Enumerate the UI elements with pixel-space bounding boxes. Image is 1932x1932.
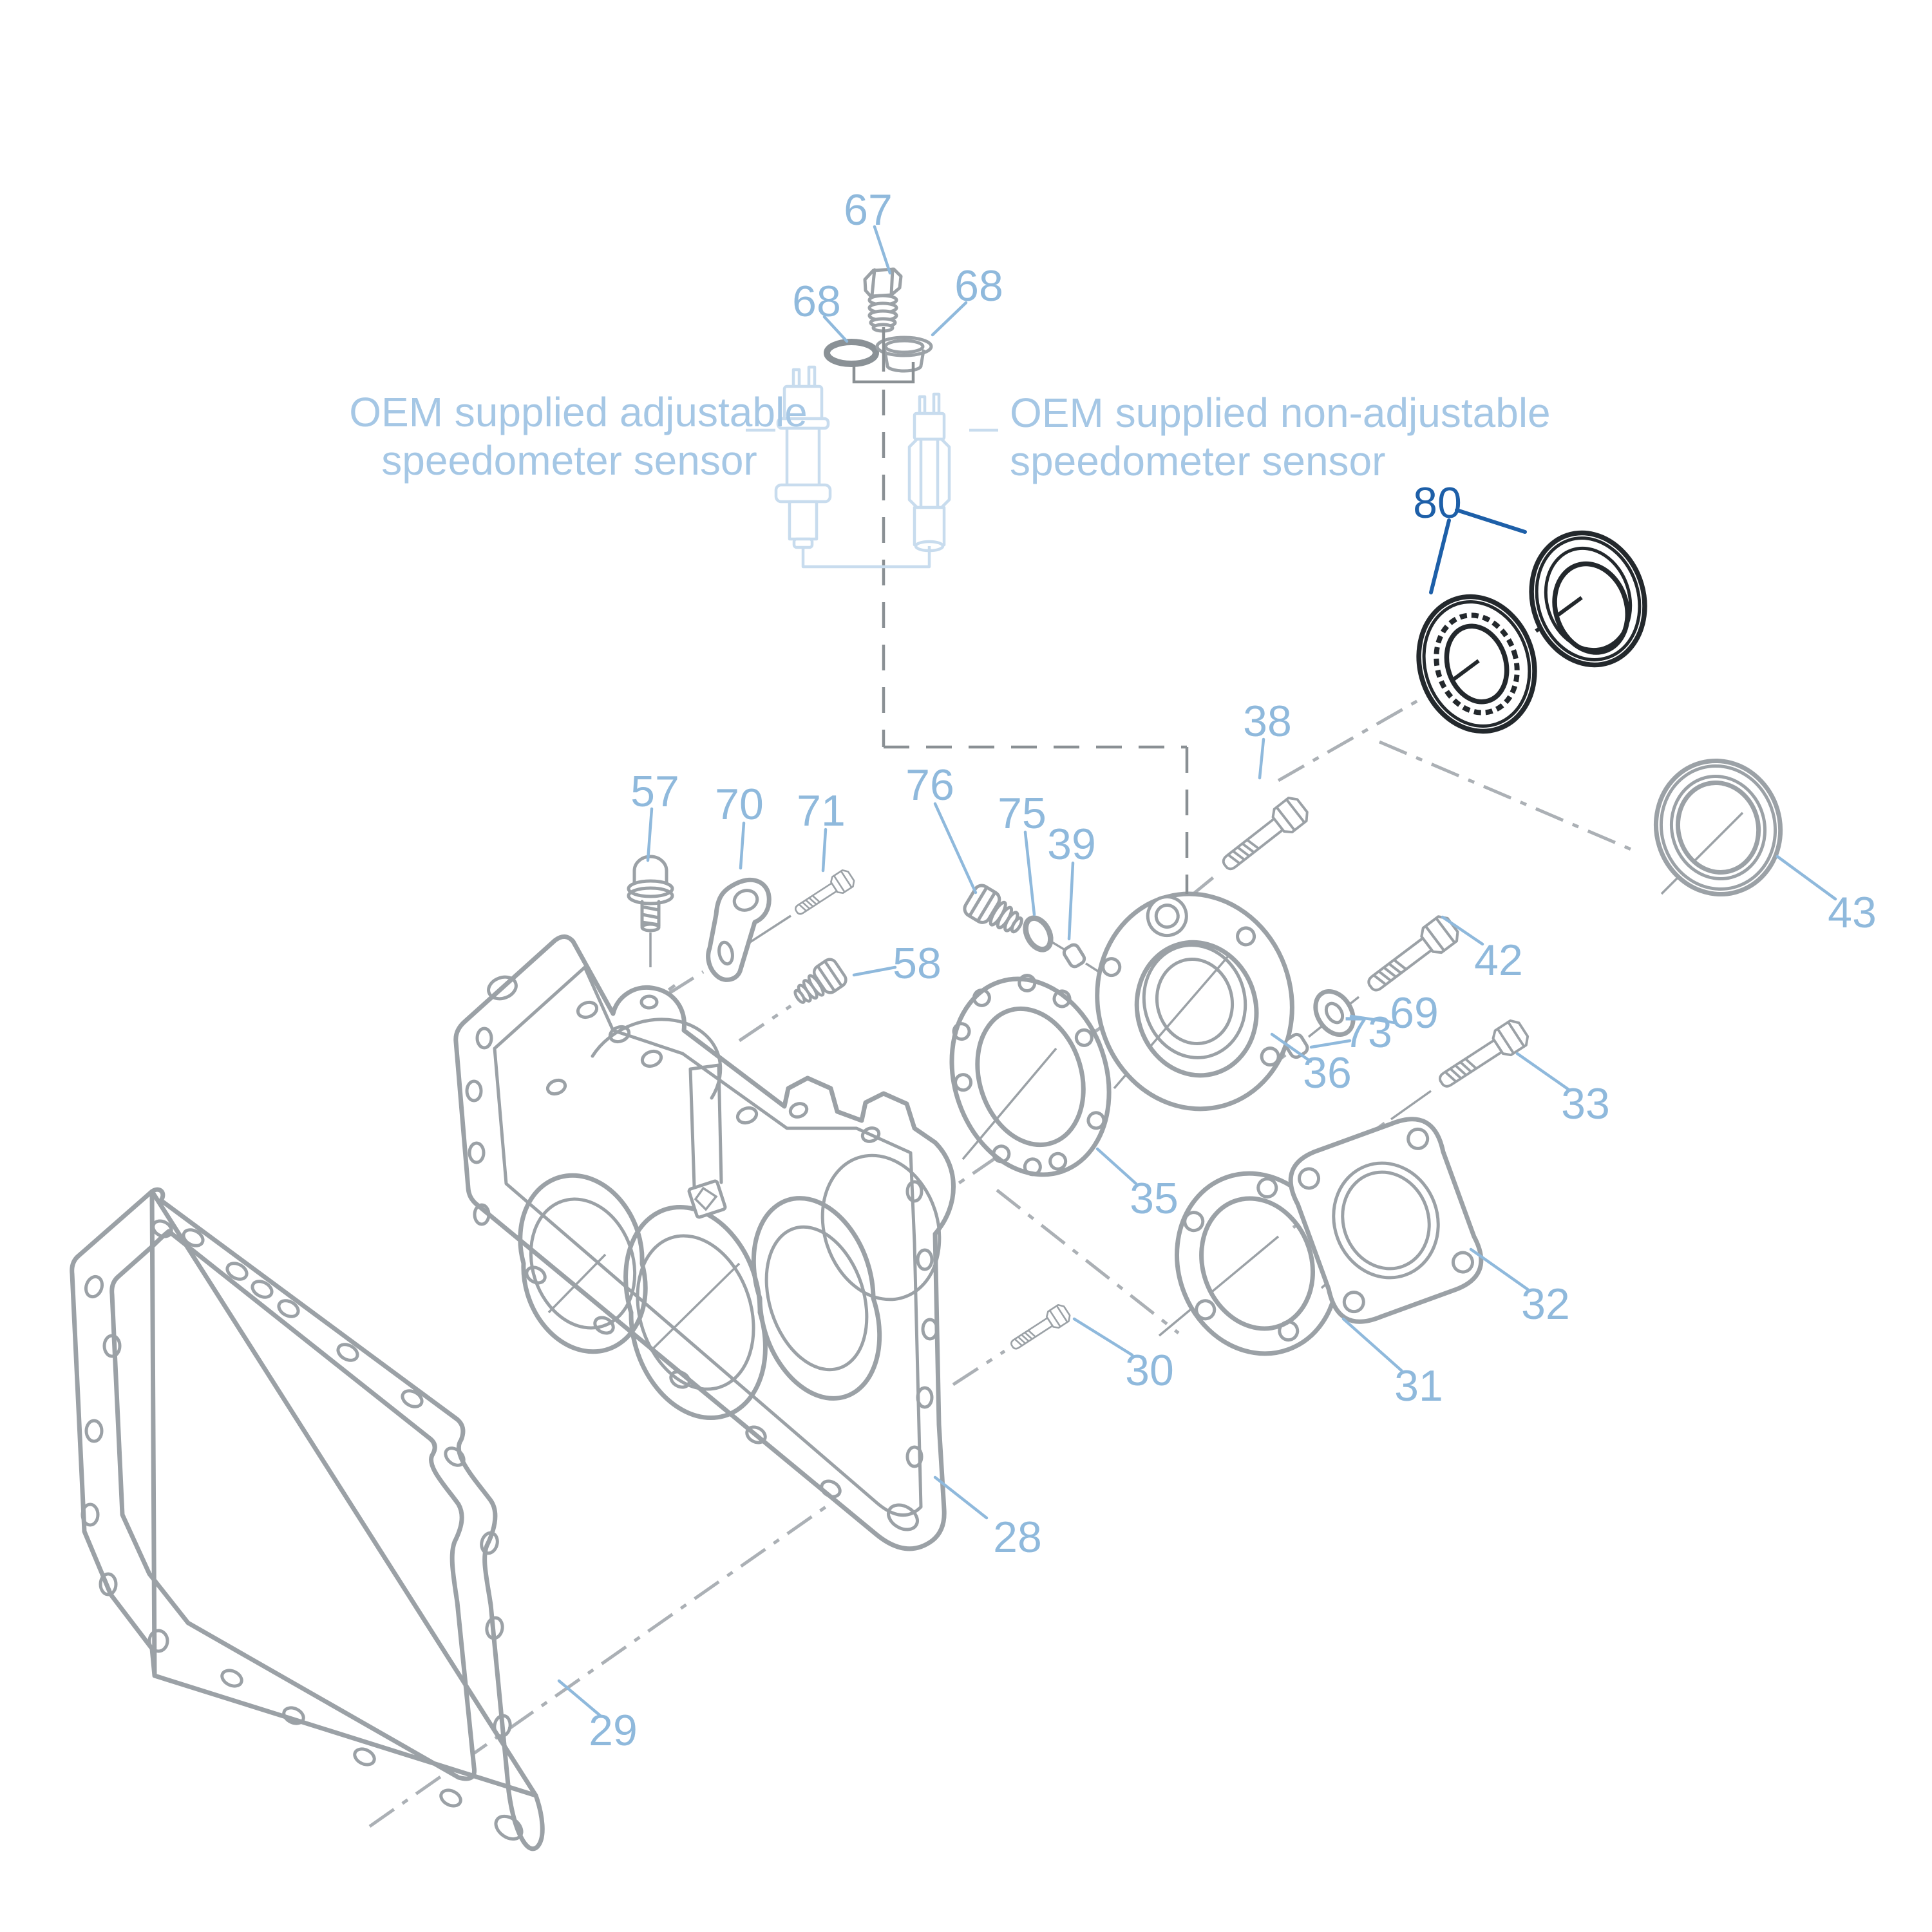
part-67-bolt [863, 267, 903, 333]
callout-31: 31 [1394, 1361, 1443, 1410]
callout-71: 71 [797, 786, 846, 835]
note-texts: OEM supplied adjustable speedometer sens… [349, 389, 1550, 484]
part-33-bolt [1432, 1016, 1533, 1097]
callout-76: 76 [905, 761, 954, 810]
part-68-oring [824, 339, 879, 367]
callout-58: 58 [893, 939, 942, 988]
part-29-housing-gasket [70, 1187, 545, 1852]
part-30-bolt [1006, 1302, 1074, 1356]
part-39-pin [1062, 943, 1086, 969]
callout-28: 28 [993, 1513, 1042, 1562]
housing-28-bolt-holes [465, 975, 939, 1531]
part-80-seal-rear [1529, 530, 1647, 668]
callout-67: 67 [844, 185, 893, 234]
callout-68-right: 68 [954, 261, 1003, 310]
callout-43: 43 [1828, 888, 1877, 937]
gasket-35-center-mark [961, 1047, 1057, 1160]
part-28-adapter-housing [453, 934, 956, 1551]
note-non-adjustable-line2: speedometer sensor [1010, 438, 1385, 484]
part-68-cup [875, 336, 933, 373]
part-57-stud [627, 855, 674, 933]
part-38-bolt [1215, 793, 1312, 879]
non-adjustable-speedometer-sensor [907, 392, 951, 553]
callout-75: 75 [998, 789, 1046, 838]
note-non-adjustable-line1: OEM supplied non-adjustable [1010, 390, 1551, 436]
callout-33: 33 [1561, 1079, 1610, 1128]
part-32-pto-cover [1288, 1117, 1484, 1324]
part-80-seal-front [1416, 594, 1537, 734]
gasket-29-bolt-holes [80, 1219, 524, 1841]
sensor-mount-connector [852, 327, 1189, 894]
adjustable-speedometer-sensor [774, 365, 832, 549]
part-70-bracket [706, 878, 772, 982]
part-69-washer [1313, 989, 1356, 1037]
callout-39: 39 [1047, 820, 1096, 869]
housing-key-boss [687, 1063, 727, 1219]
note-adjustable-line2: speedometer sensor [381, 437, 757, 484]
callout-73: 73 [1343, 1008, 1392, 1057]
note-adjustable-line1: OEM supplied adjustable [349, 389, 808, 435]
callout-80: 80 [1413, 478, 1462, 527]
part-36-bearing-retainer [1095, 891, 1294, 1112]
part-71-bolt [790, 867, 858, 921]
part-43-output-seal [1654, 759, 1783, 896]
callout-36: 36 [1303, 1048, 1352, 1097]
part-42-bolt [1361, 913, 1462, 999]
callout-57: 57 [630, 767, 679, 816]
callout-42: 42 [1474, 936, 1523, 985]
callout-32: 32 [1521, 1280, 1570, 1329]
callout-38: 38 [1243, 697, 1292, 746]
callout-35: 35 [1130, 1174, 1179, 1223]
part-75-oring [1023, 915, 1054, 952]
sensor-connector-lines [746, 428, 998, 569]
callout-69: 69 [1390, 989, 1439, 1037]
leader-lines [557, 225, 1837, 1718]
callout-30: 30 [1125, 1346, 1174, 1395]
callout-labels: 67 68 68 80 38 57 70 71 76 75 39 58 42 6… [589, 185, 1877, 1755]
callout-70: 70 [715, 780, 764, 829]
callout-68-left: 68 [792, 277, 841, 326]
part-58-plug [789, 957, 849, 1011]
part-76-plug [961, 883, 1028, 941]
callout-29: 29 [589, 1706, 638, 1755]
